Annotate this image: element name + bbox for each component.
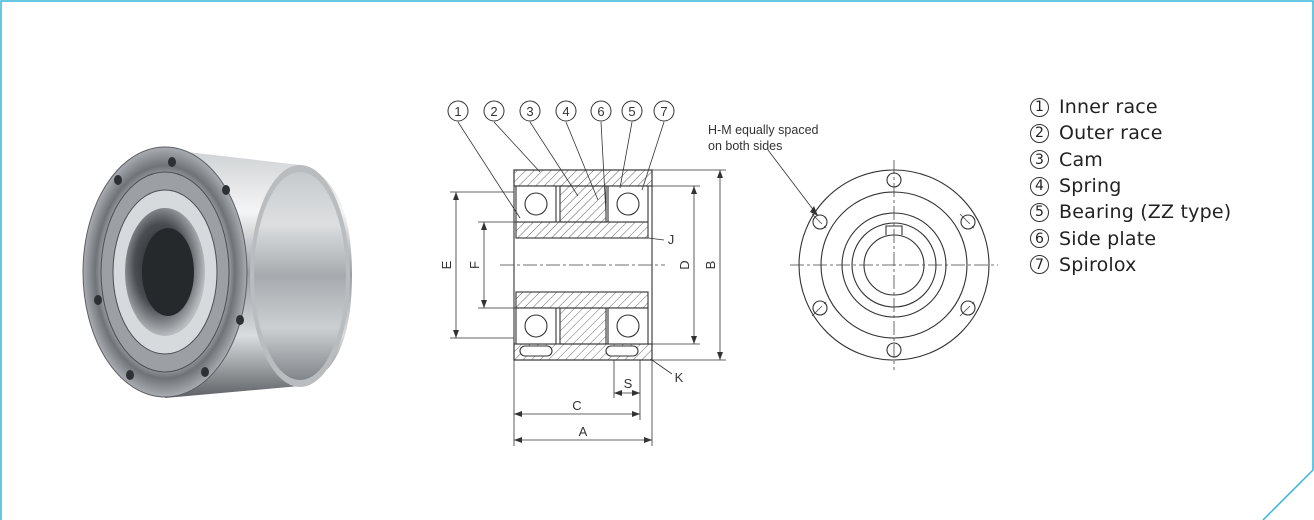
annotation-line-2: on both sides: [708, 139, 782, 153]
legend-number: 3: [1030, 150, 1049, 170]
dim-label-d: D: [677, 260, 692, 269]
legend-label: Outer race: [1059, 122, 1163, 145]
legend-number: 5: [1030, 202, 1049, 222]
dim-label-j: J: [668, 232, 675, 247]
callout-4: 4: [562, 104, 569, 119]
legend-number: 7: [1030, 255, 1049, 275]
callout-7: 7: [660, 104, 667, 119]
dim-label-e: E: [439, 260, 454, 269]
legend-label: Spirolox: [1059, 253, 1137, 276]
legend-item: 5 Bearing (ZZ type): [1030, 199, 1300, 225]
legend-item: 3 Cam: [1030, 147, 1300, 173]
dim-label-b: B: [703, 261, 718, 270]
dim-label-f: F: [467, 261, 482, 269]
legend-number: 4: [1030, 176, 1049, 196]
dim-label-c: C: [572, 398, 581, 413]
dim-label-a: A: [579, 424, 588, 439]
callout-6: 6: [597, 104, 604, 119]
dim-label-s: S: [624, 376, 633, 391]
legend-number: 6: [1030, 229, 1049, 249]
legend-item: 6 Side plate: [1030, 225, 1300, 251]
legend-item: 2 Outer race: [1030, 120, 1300, 146]
legend-label: Cam: [1059, 148, 1104, 171]
parts-legend: 1 Inner race 2 Outer race 3 Cam 4 Spring…: [1030, 94, 1300, 278]
callout-3: 3: [526, 104, 533, 119]
legend-label: Side plate: [1059, 227, 1157, 250]
legend-item: 1 Inner race: [1030, 94, 1300, 120]
callout-5: 5: [628, 104, 635, 119]
legend-number: 1: [1030, 97, 1049, 117]
callout-1: 1: [454, 104, 461, 119]
legend-label: Inner race: [1059, 96, 1158, 119]
legend-number: 2: [1030, 123, 1049, 143]
legend-label: Spring: [1059, 175, 1122, 198]
legend-label: Bearing (ZZ type): [1059, 201, 1232, 224]
legend-item: 7 Spirolox: [1030, 252, 1300, 278]
annotation-line-1: H-M equally spaced: [708, 123, 819, 137]
callout-2: 2: [490, 104, 497, 119]
legend-item: 4 Spring: [1030, 173, 1300, 199]
dim-label-k: K: [675, 370, 684, 385]
